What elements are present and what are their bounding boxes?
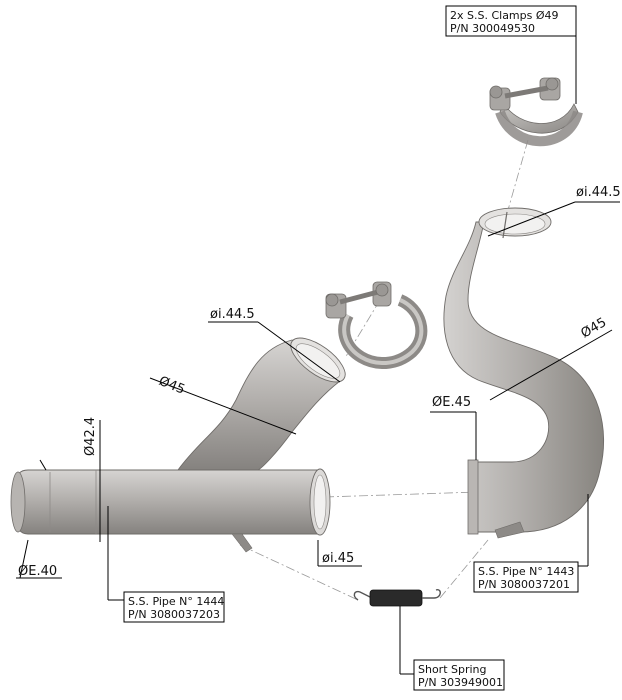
pipe-1443-label-line2: P/N 3080037201: [478, 578, 570, 591]
spring-label-line2: P/N 303949001: [418, 676, 503, 689]
callout-spring: Short Spring P/N 303949001: [413, 659, 505, 691]
dim-right-inner: øi.44.5: [576, 185, 621, 200]
dimension-lines: [16, 10, 620, 675]
callout-pipe-1443: S.S. Pipe N° 1443 P/N 3080037201: [473, 561, 579, 593]
pipe-1444-label-line1: S.S. Pipe N° 1444: [128, 595, 224, 608]
clamps-label-line2: P/N 300049530: [450, 22, 535, 35]
dim-right-outlet: ØE.45: [432, 395, 471, 410]
pipe-1443-label-line1: S.S. Pipe N° 1443: [478, 565, 574, 578]
clamp-middle: [325, 281, 428, 369]
pipe-1444-label-line2: P/N 3080037203: [128, 608, 220, 621]
clamp-top: [489, 77, 583, 147]
dim-left-inner: øi.44.5: [210, 307, 255, 322]
dim-left-od: Ø45: [157, 374, 187, 398]
dim-left-height: Ø42.4: [83, 417, 98, 456]
dim-right-od: Ø45: [579, 315, 610, 341]
short-spring: [353, 589, 441, 607]
clamps-label-line1: 2x S.S. Clamps Ø49: [450, 9, 559, 22]
dim-left-socket: øi.45: [322, 551, 354, 566]
dim-left-outlet: ØE.40: [18, 564, 57, 579]
callout-pipe-1444: S.S. Pipe N° 1444 P/N 3080037203: [123, 591, 225, 623]
pipe-1444: [10, 337, 346, 553]
pipe-1443: [443, 207, 605, 539]
callout-clamps: 2x S.S. Clamps Ø49 P/N 300049530: [445, 5, 577, 37]
spring-label-line1: Short Spring: [418, 663, 487, 676]
